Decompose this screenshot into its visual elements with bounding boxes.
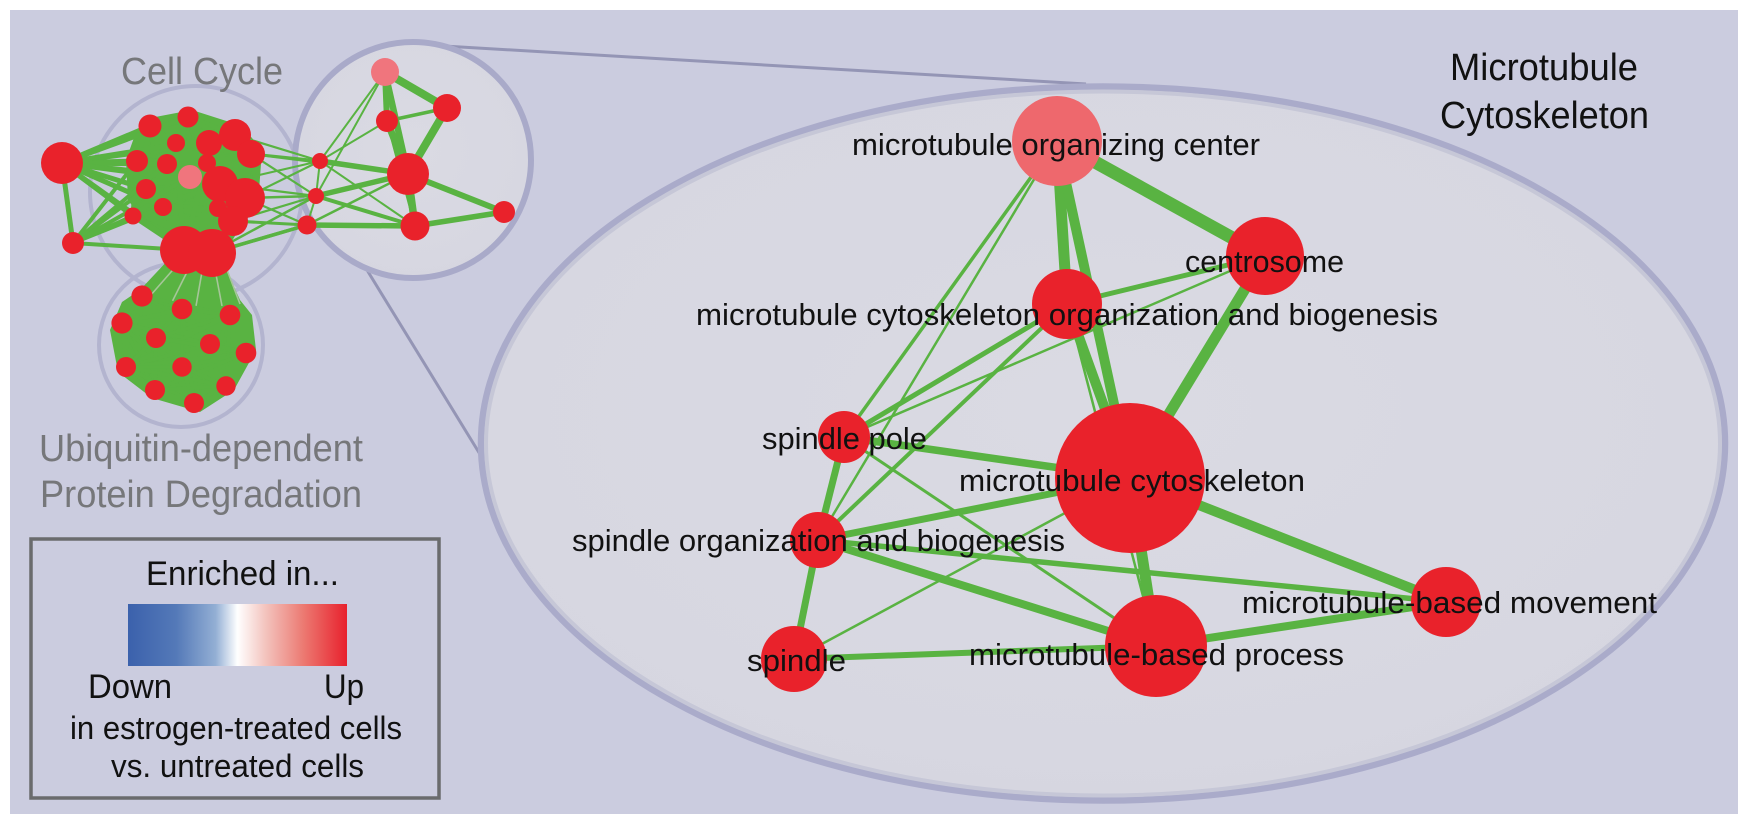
svg-text:microtubule cytoskeleton: microtubule cytoskeleton <box>959 463 1305 498</box>
svg-text:Up: Up <box>324 668 364 706</box>
svg-text:Cell Cycle: Cell Cycle <box>121 51 283 93</box>
svg-text:in estrogen-treated cells: in estrogen-treated cells <box>70 710 402 746</box>
svg-text:spindle: spindle <box>747 643 846 678</box>
svg-text:Ubiquitin-dependent: Ubiquitin-dependent <box>39 428 363 470</box>
svg-text:spindle pole: spindle pole <box>762 421 927 456</box>
svg-text:Cytoskeleton: Cytoskeleton <box>1440 95 1649 137</box>
svg-text:microtubule cytoskeleton organ: microtubule cytoskeleton organization an… <box>696 297 1438 332</box>
svg-text:Down: Down <box>88 668 172 706</box>
svg-text:Enriched in...: Enriched in... <box>146 555 339 593</box>
svg-text:Microtubule: Microtubule <box>1450 47 1638 89</box>
svg-text:microtubule organizing center: microtubule organizing center <box>852 127 1260 162</box>
svg-text:spindle organization and bioge: spindle organization and biogenesis <box>572 523 1065 558</box>
svg-text:microtubule-based movement: microtubule-based movement <box>1242 585 1657 620</box>
svg-text:Protein Degradation: Protein Degradation <box>40 474 362 516</box>
svg-text:centrosome: centrosome <box>1185 244 1344 279</box>
svg-text:microtubule-based process: microtubule-based process <box>969 637 1344 672</box>
svg-text:vs. untreated cells: vs. untreated cells <box>111 748 364 784</box>
